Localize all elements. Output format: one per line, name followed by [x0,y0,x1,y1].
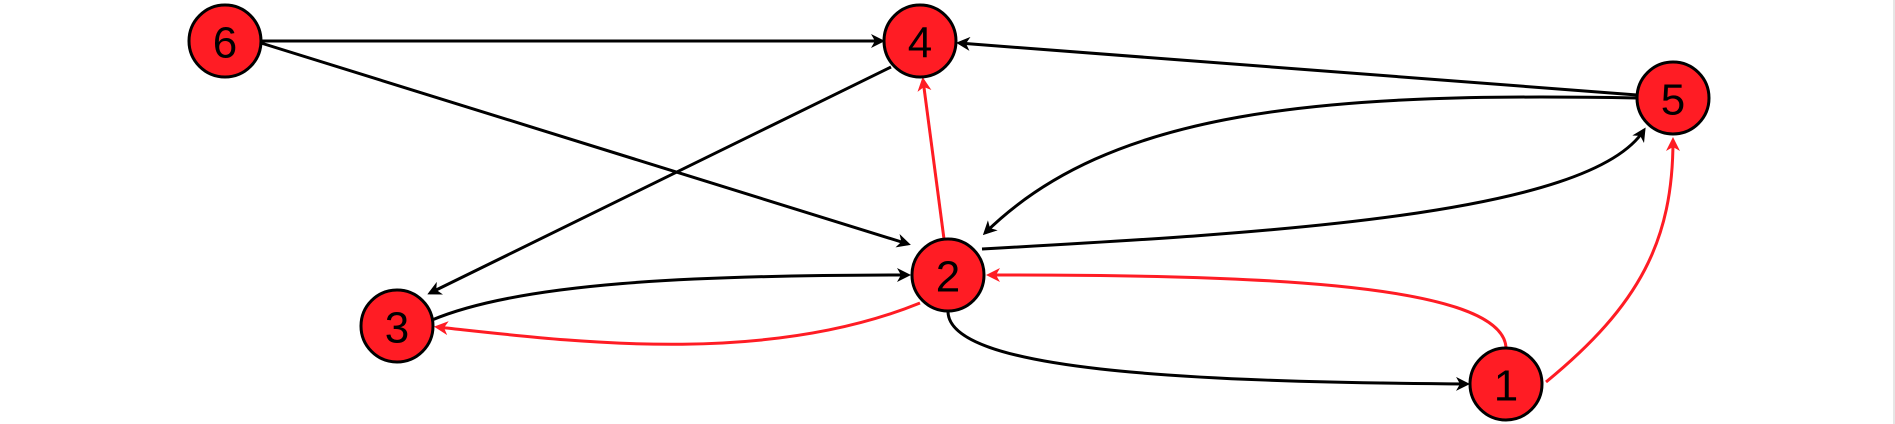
node-label: 5 [1661,76,1685,125]
node-circle [1468,346,1544,422]
edge-2-to-4 [917,77,946,240]
node-6: 6 [187,3,263,79]
node-label: 6 [213,19,237,68]
node-2: 2 [910,237,986,313]
edge-4-to-3 [427,65,892,295]
edge-1-to-5 [1545,137,1680,384]
edges-layer [260,34,1680,391]
node-4: 4 [882,3,958,79]
node-1: 1 [1468,346,1544,422]
node-label: 1 [1494,362,1518,411]
node-circle [1635,60,1711,136]
edge-3-to-2 [431,268,911,322]
node-label: 2 [936,253,960,302]
edge-6-to-2 [260,41,911,248]
edge-2-to-1 [946,311,1470,391]
right-divider [1893,0,1895,424]
node-circle [910,237,986,313]
node-label: 4 [908,19,932,68]
edge-1-to-2 [986,268,1508,348]
node-circle [187,3,263,79]
node-3: 3 [359,288,435,364]
node-label: 3 [385,304,409,353]
edge-2-to-3 [434,301,921,346]
node-5: 5 [1635,60,1711,136]
nodes-layer: 6 4 5 2 3 1 [187,3,1711,422]
node-circle [882,3,958,79]
node-circle [359,288,435,364]
edge-5-to-2 [982,95,1638,236]
edge-2-to-5 [981,127,1646,251]
edge-5-to-4 [956,36,1638,97]
